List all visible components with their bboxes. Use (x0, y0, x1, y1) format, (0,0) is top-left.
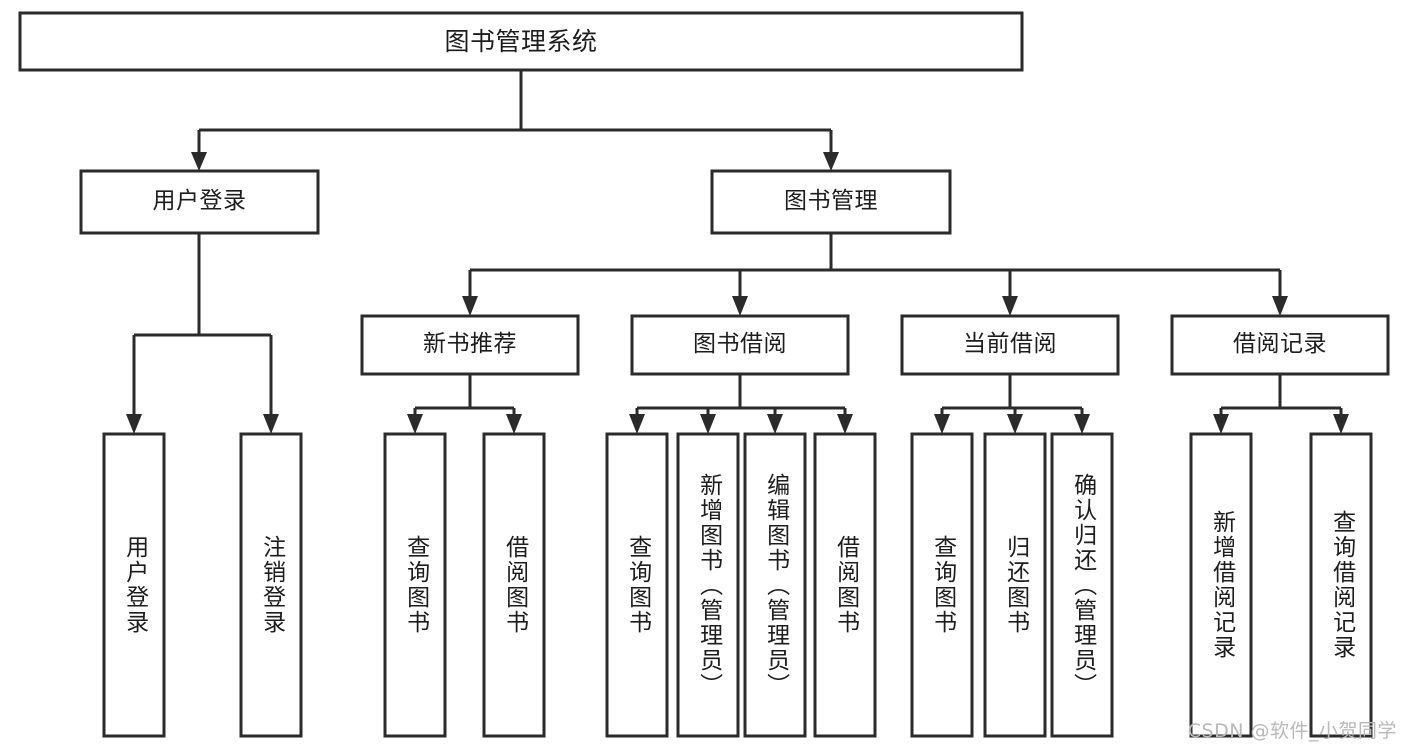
arrow-book-borrow-leaf2 (700, 414, 716, 434)
arrow-user-login-leaf2 (263, 414, 279, 434)
arrow-current-borrow-leaf1 (934, 414, 950, 434)
arrow-user-login-leaf1 (126, 414, 142, 434)
arrow-bus-to-current-borrow (1002, 296, 1018, 316)
arrow-borrow-record-leaf2 (1333, 414, 1349, 434)
leaf-box-query-borrow-record[interactable] (1309, 432, 1373, 738)
arrow-book-borrow-leaf4 (837, 414, 853, 434)
leaf-box-edit-book-admin[interactable] (743, 432, 807, 738)
node-box-current-borrow[interactable] (900, 314, 1120, 376)
leaf-box-confirm-return-admin[interactable] (1050, 432, 1114, 738)
arrow-current-borrow-leaf3 (1074, 414, 1090, 434)
leaf-box-return-book[interactable] (983, 432, 1047, 738)
node-box-root[interactable] (18, 11, 1024, 72)
leaf-box-add-book-admin[interactable] (676, 432, 740, 738)
node-box-new-book-recommend[interactable] (360, 314, 580, 376)
arrow-bus-to-book-borrow (732, 296, 748, 316)
node-box-book-management[interactable] (710, 169, 952, 235)
leaf-box-borrow-book-newbook[interactable] (482, 432, 546, 738)
leaf-box-user-login[interactable] (102, 432, 166, 738)
arrow-book-borrow-leaf1 (629, 414, 645, 434)
leaf-box-add-borrow-record[interactable] (1189, 432, 1253, 738)
arrow-current-borrow-leaf2 (1007, 414, 1023, 434)
leaf-box-borrow-book[interactable] (813, 432, 877, 738)
leaf-box-logout[interactable] (239, 432, 303, 738)
leaf-box-query-book-borrow[interactable] (605, 432, 669, 738)
leaf-box-query-book-newbook[interactable] (383, 432, 447, 738)
arrow-book-borrow-leaf3 (767, 414, 783, 434)
node-box-borrow-record[interactable] (1170, 314, 1390, 376)
arrow-bus-to-borrow-record (1272, 296, 1288, 316)
arrow-new-book-leaf1 (407, 414, 423, 434)
arrow-bus-to-new-book (462, 296, 478, 316)
node-box-user-login[interactable] (79, 169, 320, 235)
csdn-watermark: CSDN @软件_小贺同学 (1187, 720, 1397, 742)
node-box-book-borrow[interactable] (630, 314, 850, 376)
arrow-root-to-book-mgmt (823, 152, 839, 171)
arrow-new-book-leaf2 (506, 414, 522, 434)
arrow-borrow-record-leaf1 (1213, 414, 1229, 434)
arrow-root-to-user-login (191, 152, 207, 171)
leaf-box-query-book-current[interactable] (910, 432, 974, 738)
